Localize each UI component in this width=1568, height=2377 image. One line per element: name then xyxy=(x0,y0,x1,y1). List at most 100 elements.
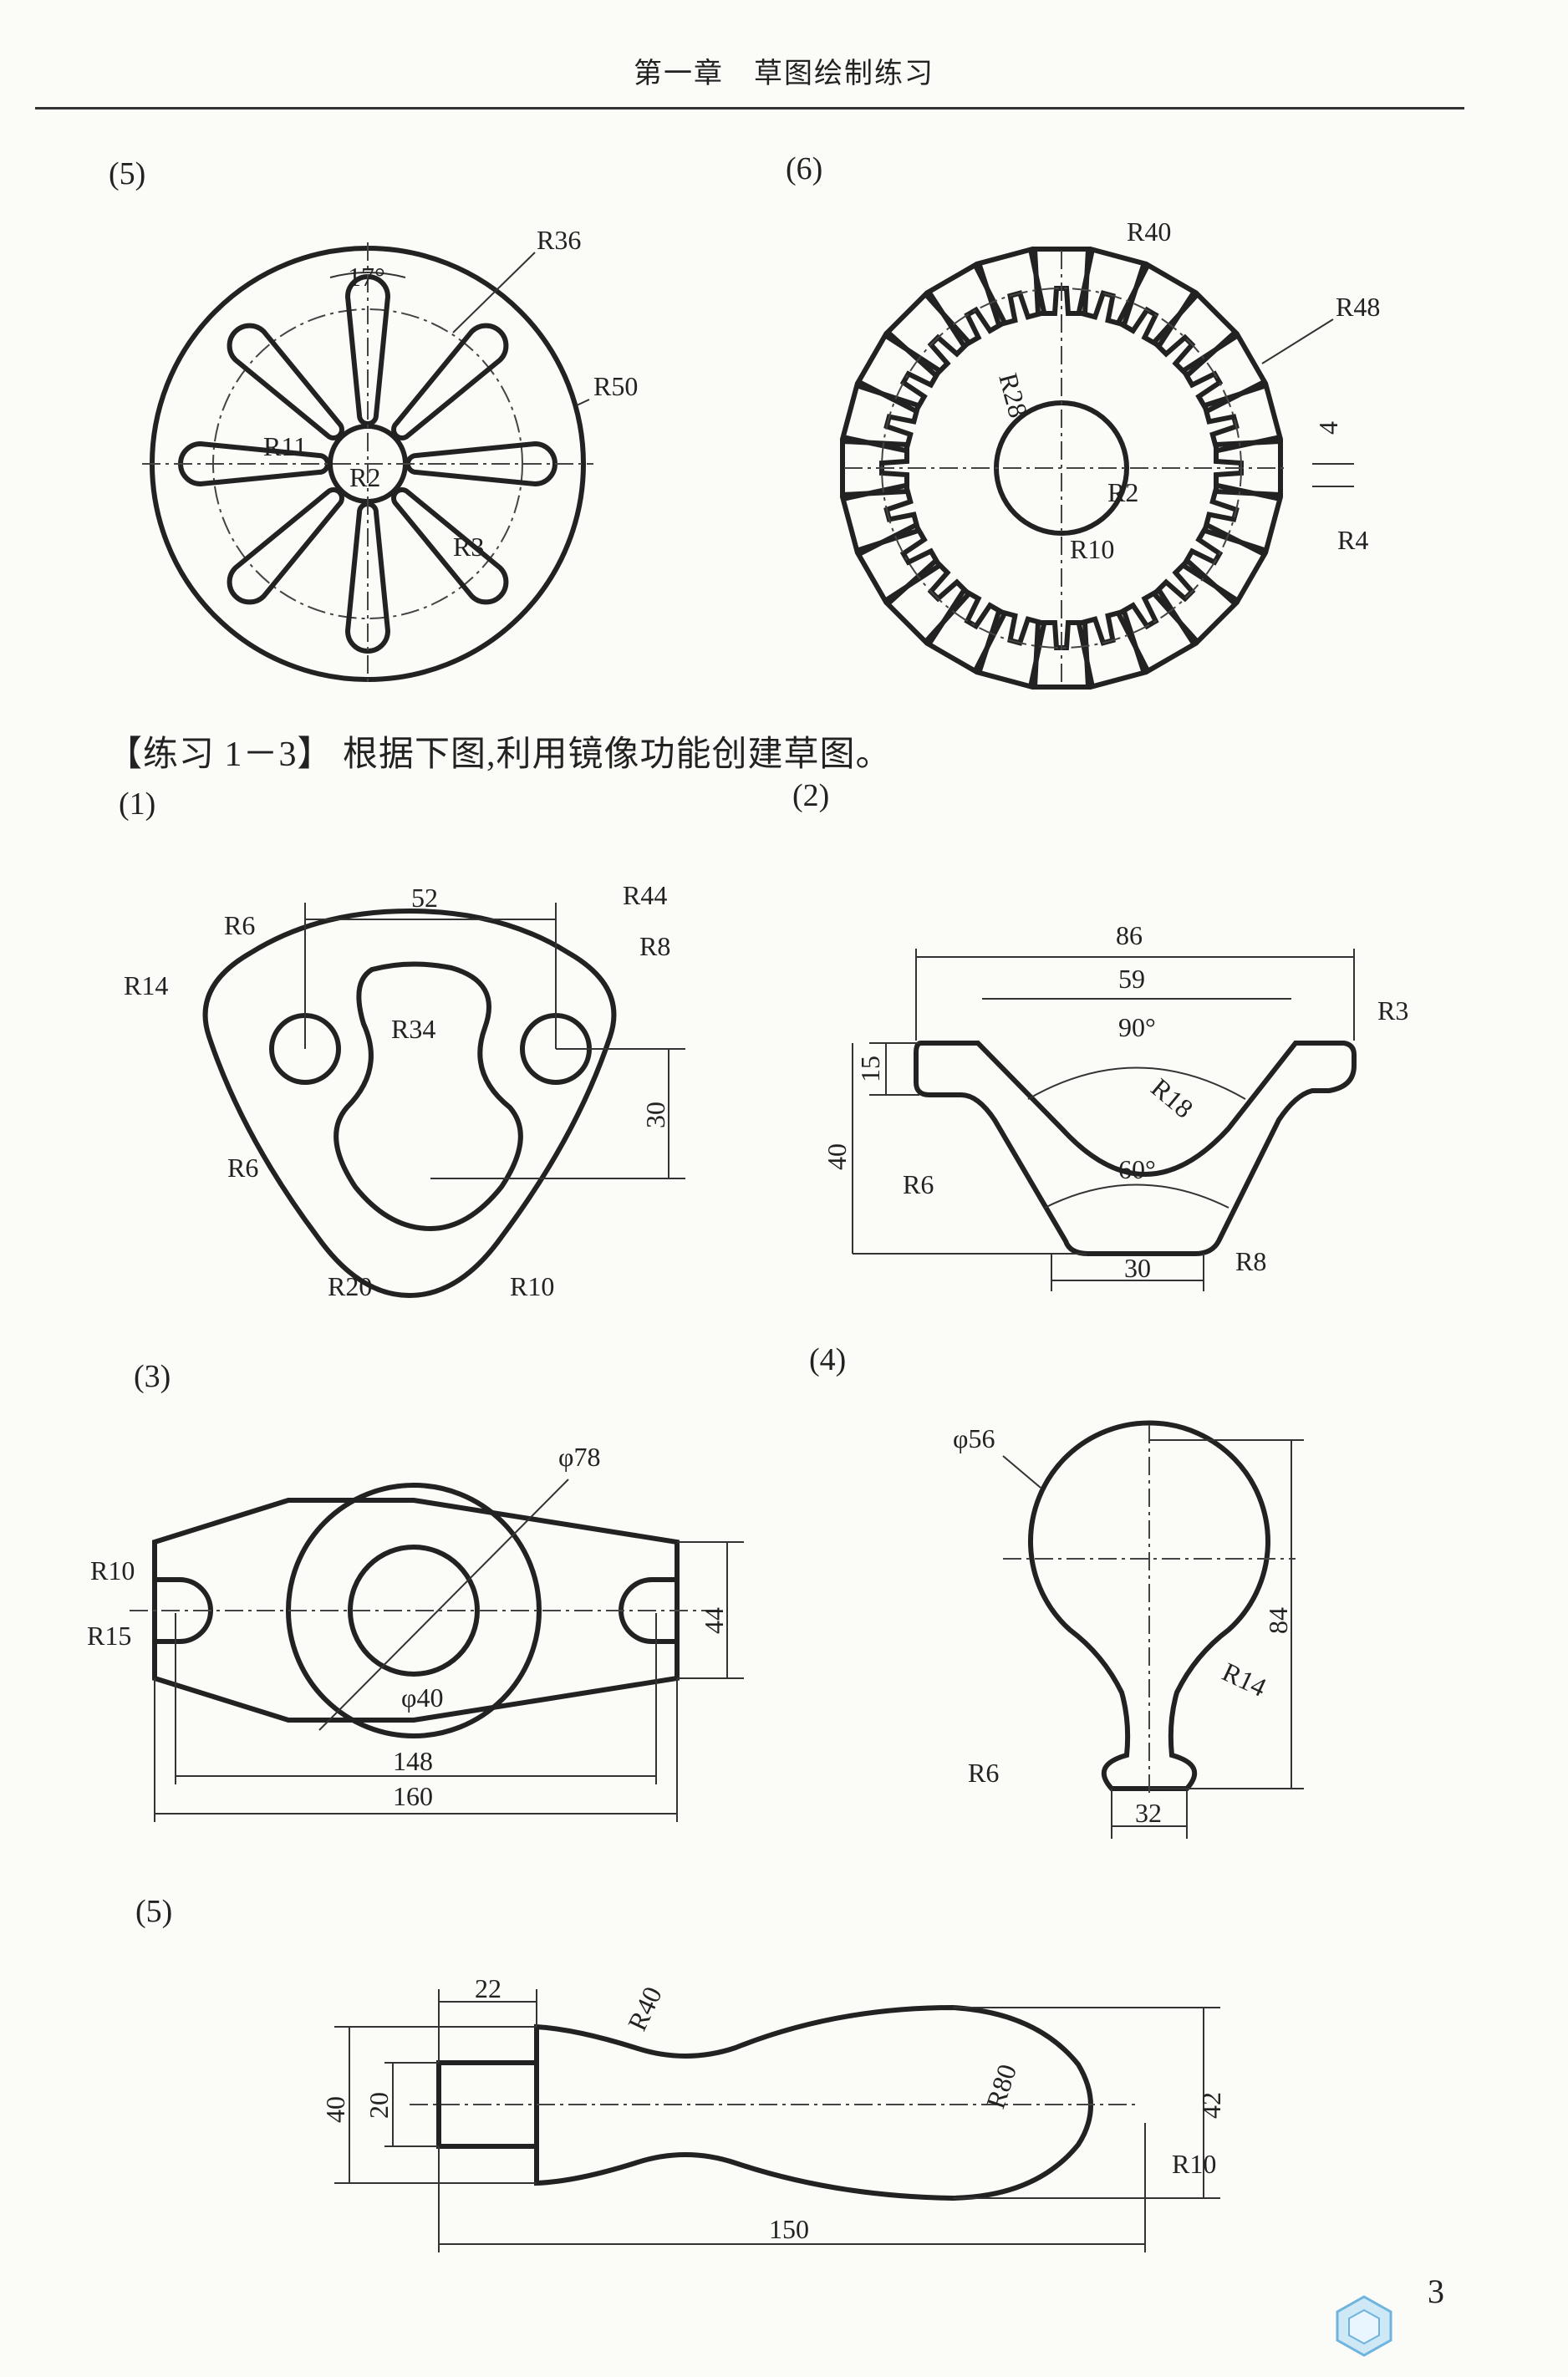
disk-tooth xyxy=(975,246,1047,328)
dim-52: 52 xyxy=(411,883,438,913)
page-header: 第一章 草图绘制练习 xyxy=(634,59,934,89)
fig-label-2: (2) xyxy=(792,778,830,813)
dim-40: 40 xyxy=(320,2096,350,2123)
dim-r11: R11 xyxy=(263,431,307,461)
dim-42: 42 xyxy=(1196,2092,1226,2119)
figure-5-handle: R40 22 R80 40 20 42 R10 150 xyxy=(320,1973,1226,2252)
dim-86: 86 xyxy=(1116,920,1143,950)
spoke-slot xyxy=(391,487,509,605)
dim-r40: R40 xyxy=(622,1982,668,2035)
page-number: 3 xyxy=(1428,2273,1444,2310)
outer-contour xyxy=(202,908,617,1299)
figure-2-v-block: 86 59 R3 90° 15 R18 40 R6 60° R8 30 xyxy=(822,920,1408,1291)
disk-tooth xyxy=(883,290,973,379)
dim-r2: R2 xyxy=(349,462,380,492)
spoke-slot xyxy=(344,274,391,426)
dim-r34: R34 xyxy=(391,1014,435,1044)
dim-r28: R28 xyxy=(993,369,1034,420)
dim-r6: R6 xyxy=(968,1758,999,1788)
fig-label-3: (3) xyxy=(134,1359,171,1394)
dim-r14: R14 xyxy=(1218,1657,1271,1703)
dim-r48: R48 xyxy=(1336,292,1380,322)
figure-slotted-disk: R40 R48 R28 4 R2 R4 R10 xyxy=(839,216,1380,690)
dim-angle-17: 17° xyxy=(348,262,385,292)
disk-tooth xyxy=(839,482,922,554)
dim-r8: R8 xyxy=(639,931,670,961)
disk-tooth xyxy=(1076,608,1148,690)
disk-tooth xyxy=(840,438,909,498)
dim-r10: R10 xyxy=(1172,2149,1216,2179)
disk-tooth xyxy=(925,587,1008,675)
figure-4-bulb: φ56 84 R14 R6 32 xyxy=(953,1420,1304,1839)
fig-label-1: (1) xyxy=(119,786,156,822)
dim-r6-top: R6 xyxy=(224,910,255,940)
disk-tooth xyxy=(1076,246,1148,328)
cube-logo-icon xyxy=(1336,2295,1392,2357)
dim-r10: R10 xyxy=(1070,534,1114,564)
disk-tooth xyxy=(1201,482,1284,554)
dim-r4: R4 xyxy=(1337,525,1368,555)
dim-r44: R44 xyxy=(623,880,667,910)
disk-tooth xyxy=(1201,382,1284,454)
inner-cutout xyxy=(333,961,523,1232)
dim-phi78: φ78 xyxy=(558,1442,600,1472)
dim-90deg: 90° xyxy=(1118,1012,1156,1042)
v-block-outline xyxy=(914,1041,1357,1256)
bulb-outline xyxy=(1028,1420,1270,1791)
dim-r3: R3 xyxy=(1377,995,1408,1026)
disk-tooth xyxy=(854,332,943,415)
dim-r18: R18 xyxy=(1146,1072,1199,1124)
dim-60deg: 60° xyxy=(1118,1154,1156,1184)
dim-160: 160 xyxy=(393,1781,433,1811)
spoke-slot xyxy=(227,487,344,605)
dim-30: 30 xyxy=(640,1102,670,1128)
dim-r36: R36 xyxy=(537,225,581,255)
disk-tooth xyxy=(1214,438,1283,498)
dim-r20: R20 xyxy=(328,1271,372,1301)
dim-22: 22 xyxy=(475,1973,501,2003)
dim-15: 15 xyxy=(855,1056,885,1082)
handle-outline xyxy=(534,2004,1093,2201)
dim-r50: R50 xyxy=(593,371,638,401)
disk-tooth xyxy=(1150,557,1240,646)
disk-tooth xyxy=(1115,587,1198,675)
spoke-slot xyxy=(344,501,391,654)
fig-label-5: (5) xyxy=(135,1894,173,1929)
spoke-slot xyxy=(227,323,344,440)
disk-tooth xyxy=(883,557,973,646)
dim-r14: R14 xyxy=(124,970,168,1000)
dim-148: 148 xyxy=(393,1746,433,1776)
exercise-title: 【练习 1－3】 根据下图,利用镜像功能创建草图。 xyxy=(107,735,892,774)
dim-phi56: φ56 xyxy=(953,1423,995,1453)
disk-tooth xyxy=(1180,332,1269,415)
figure-3-bracket: φ78 R10 R15 44 φ40 148 160 xyxy=(87,1442,744,1822)
dim-40: 40 xyxy=(822,1143,852,1170)
disk-tooth xyxy=(839,382,922,454)
dim-r3: R3 xyxy=(453,532,484,562)
spoke-slot xyxy=(391,323,509,440)
fig-label-prev-6: (6) xyxy=(786,151,823,186)
dim-r40: R40 xyxy=(1127,216,1171,247)
dim-phi40: φ40 xyxy=(401,1682,443,1713)
figure-wheel: 17° R36 R50 R11 R2 R3 xyxy=(142,225,638,685)
dim-150: 150 xyxy=(769,2214,809,2244)
figure-1-triangle-part: 52 R6 R44 R8 R14 R34 30 R6 R20 R10 xyxy=(124,880,685,1301)
dim-4: 4 xyxy=(1313,421,1343,435)
spokes xyxy=(178,274,557,654)
disk-tooth xyxy=(854,522,943,604)
teeth xyxy=(839,246,1284,690)
fig-label-4: (4) xyxy=(809,1342,847,1377)
spoke-slot xyxy=(405,440,557,487)
dim-84: 84 xyxy=(1263,1607,1293,1634)
angle-dim-arc xyxy=(329,272,406,278)
dim-r10: R10 xyxy=(510,1271,554,1301)
disk-tooth xyxy=(1150,290,1240,379)
header-rule xyxy=(35,107,1464,109)
dim-44: 44 xyxy=(699,1607,729,1634)
disk-tooth xyxy=(925,261,1008,349)
disk-tooth xyxy=(1031,247,1092,316)
disk-tooth xyxy=(1180,522,1269,604)
dim-r8: R8 xyxy=(1235,1246,1266,1276)
dim-30: 30 xyxy=(1124,1253,1151,1283)
dim-20: 20 xyxy=(364,2092,394,2119)
